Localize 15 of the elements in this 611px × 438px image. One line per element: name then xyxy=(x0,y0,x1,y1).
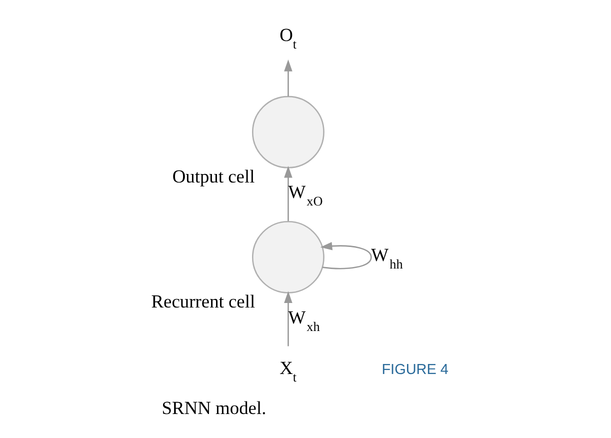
edge-label: W$_{xh}$ xyxy=(288,307,320,334)
arrow xyxy=(320,242,372,270)
node-text: X$_{t}$ xyxy=(279,358,296,384)
arrow xyxy=(284,59,292,96)
node-label: Output cell xyxy=(172,166,254,186)
caption: SRNN model. xyxy=(161,398,266,418)
arrow xyxy=(284,166,292,222)
edge-label: W$_{xO}$ xyxy=(288,182,322,209)
node-circle xyxy=(252,220,324,294)
arrow xyxy=(284,291,292,346)
node-text: O$_{t}$ xyxy=(279,24,296,52)
label: FIGURE 4 xyxy=(381,362,448,378)
edge-label: W$_{hh}$ xyxy=(370,244,402,272)
node-label: Recurrent cell xyxy=(150,291,255,312)
node-circle xyxy=(252,96,324,168)
